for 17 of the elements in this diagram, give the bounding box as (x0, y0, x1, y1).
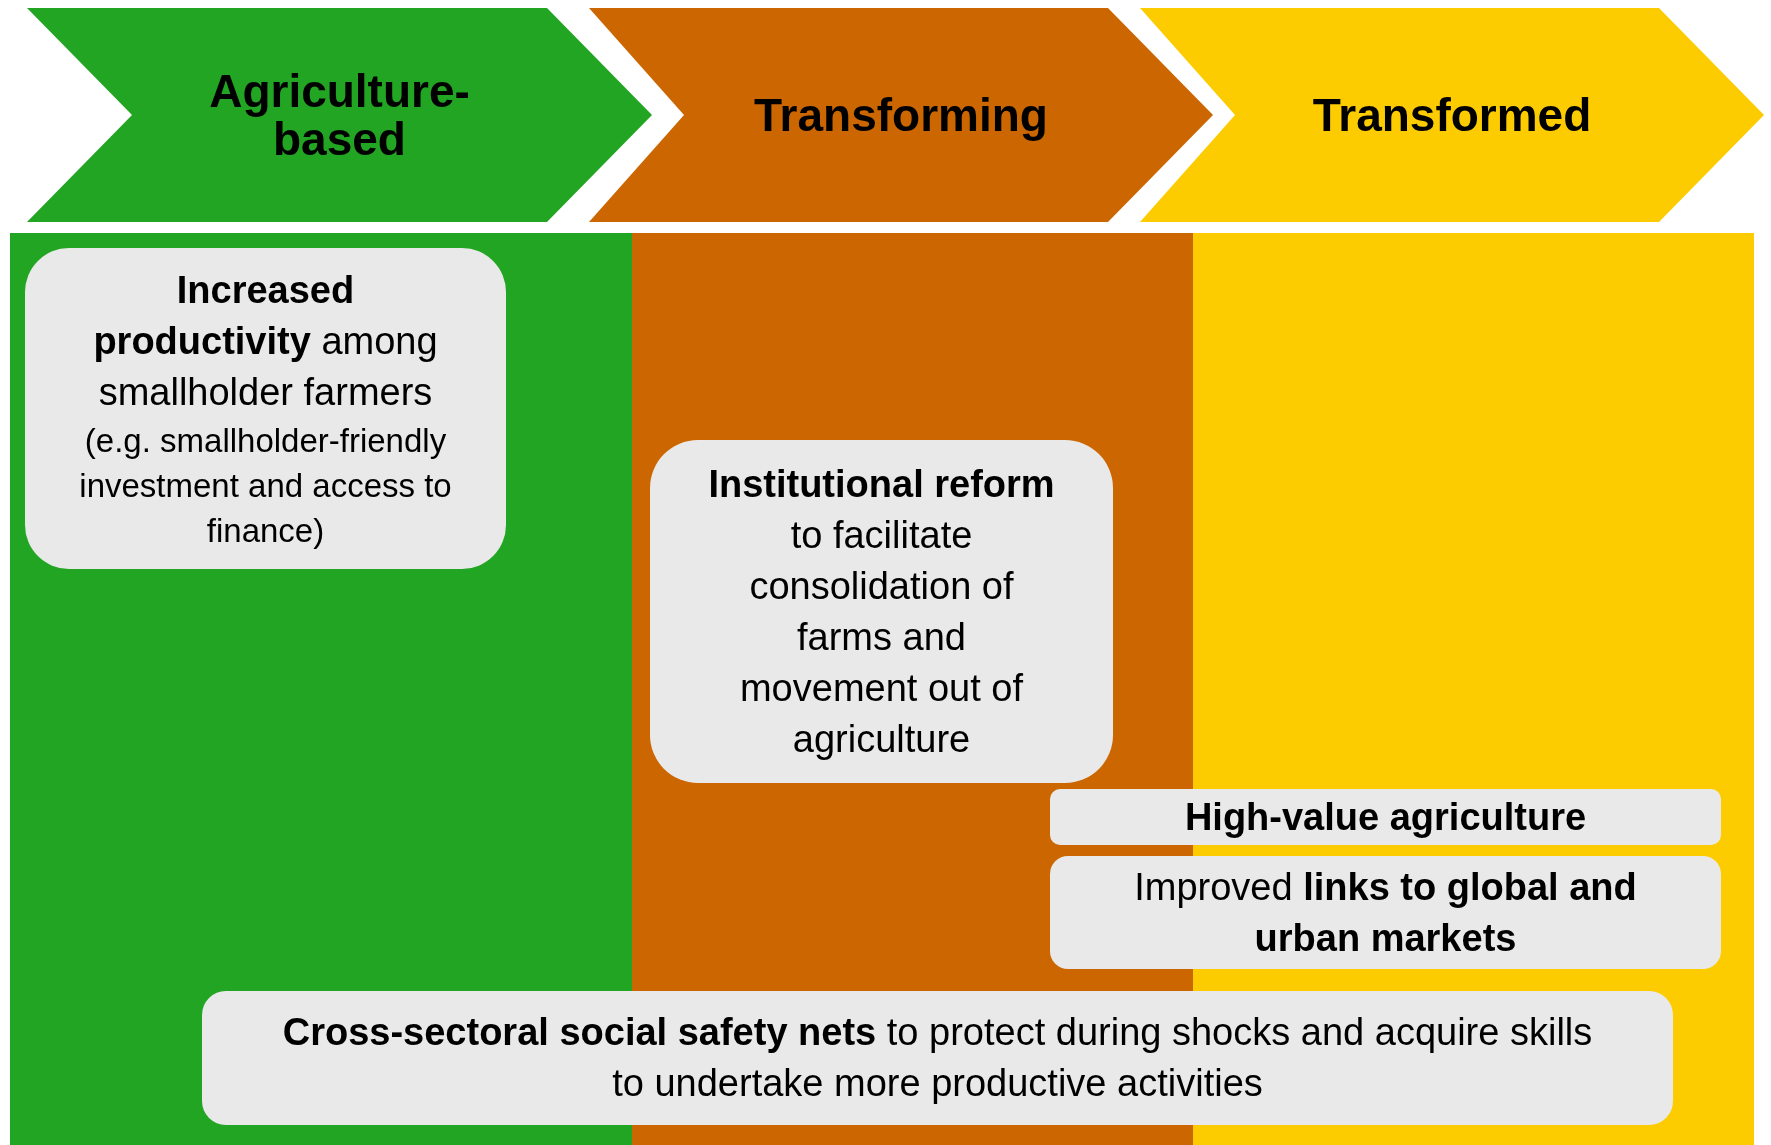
text-box (1050, 789, 1721, 845)
stage-banner (589, 8, 1213, 222)
box-text: Cross-sectoral social safety nets to protect during shocks and acquire skills to undertake more productive activities (281, 1010, 1594, 1106)
text-box (650, 440, 1113, 783)
box-text: Increased productivity among smallholder farmers (92, 267, 439, 415)
stage-label: Transformed (1311, 91, 1593, 139)
text-box (25, 248, 506, 569)
box-text: Institutional reform to facilitate consolidation of farms and movement out of agriculture (707, 461, 1056, 762)
box-text: High-value agriculture (1184, 795, 1587, 840)
stage-banner (1140, 8, 1764, 222)
box-text: Improved links to global and urban markets (1133, 864, 1638, 961)
text-box (202, 991, 1673, 1125)
text-box (1050, 856, 1721, 969)
stage-banner (27, 8, 652, 222)
box-text: (e.g. smallholder-friendly investment and access to finance) (78, 420, 453, 551)
stage-label: Transforming (753, 91, 1049, 139)
stage-label: Agriculture-based (208, 67, 471, 163)
